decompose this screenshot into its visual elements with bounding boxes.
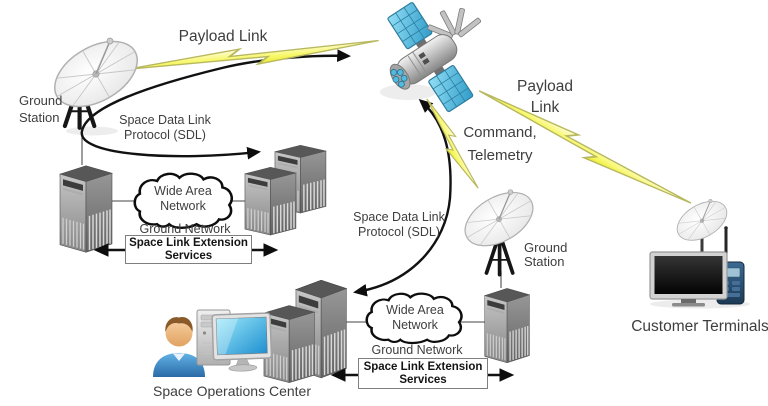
wan-right-line1: Wide Area	[386, 303, 444, 317]
ground-network-left-label: Ground Network	[139, 222, 231, 236]
satellite-icon	[387, 2, 482, 113]
server-tower-left-front-icon	[244, 166, 297, 236]
command-telemetry-label: Command, Telemetry	[454, 122, 546, 167]
payload-link-right-line2: Link	[530, 98, 560, 116]
wan-left-line1: Wide Area	[154, 184, 212, 198]
hair	[165, 316, 193, 332]
ground-station-right-line2: Station	[524, 253, 565, 269]
sle-right-line1: Space Link Extension	[363, 360, 483, 373]
server-tower-ground-left-icon	[59, 165, 113, 254]
ground-station-left-label: Ground Station	[19, 92, 79, 126]
tv-icon	[649, 251, 728, 307]
sdl-left-line2: Protocol (SDL)	[124, 128, 206, 142]
sdl-right-label: Space Data Link Protocol (SDL)	[342, 210, 456, 240]
sdl-curved-arrow-right	[353, 99, 452, 297]
space-operations-center-label: Space Operations Center	[153, 383, 311, 399]
sle-left-line2: Services	[164, 249, 213, 262]
ground-station-right-label: Ground Station	[524, 241, 584, 268]
sdl-left-line1: Space Data Link	[119, 113, 211, 127]
command-telemetry-line2: Telemetry	[467, 146, 533, 164]
payload-link-right-line1: Payload	[516, 78, 573, 95]
ground-network-right-label: Ground Network	[371, 343, 463, 357]
person-icon	[153, 316, 205, 377]
wan-right-label: Wide Area Network	[373, 303, 457, 333]
ground-station-left-line1: Ground	[19, 93, 63, 108]
payload-link-top-label: Payload Link	[178, 28, 268, 45]
sle-left-line1: Space Link Extension	[129, 236, 248, 249]
sle-right-line2: Services	[399, 373, 447, 386]
ground-station-left-line2: Station	[19, 110, 60, 125]
ground-station-right-line1: Ground	[524, 240, 568, 255]
wan-right-line2: Network	[392, 318, 438, 332]
sdl-right-line2: Protocol (SDL)	[358, 225, 440, 239]
satellite-shadow	[380, 84, 436, 100]
command-telemetry-line1: Command,	[463, 124, 537, 141]
sle-services-box-right: Space Link Extension Services	[358, 358, 488, 389]
wan-left-line2: Network	[160, 199, 206, 213]
server-tower-ground-right-icon	[484, 287, 531, 364]
customer-terminals-label: Customer Terminals	[631, 318, 768, 335]
wan-left-label: Wide Area Network	[141, 184, 225, 214]
sle-services-box-left: Space Link Extension Services	[125, 235, 252, 264]
payload-link-right-label: Payload Link	[505, 77, 585, 118]
sdl-left-label: Space Data Link Protocol (SDL)	[103, 113, 227, 143]
sdl-right-line1: Space Data Link	[353, 210, 445, 224]
thruster-nozzles-icon	[390, 68, 408, 88]
monitor-icon	[211, 312, 273, 372]
